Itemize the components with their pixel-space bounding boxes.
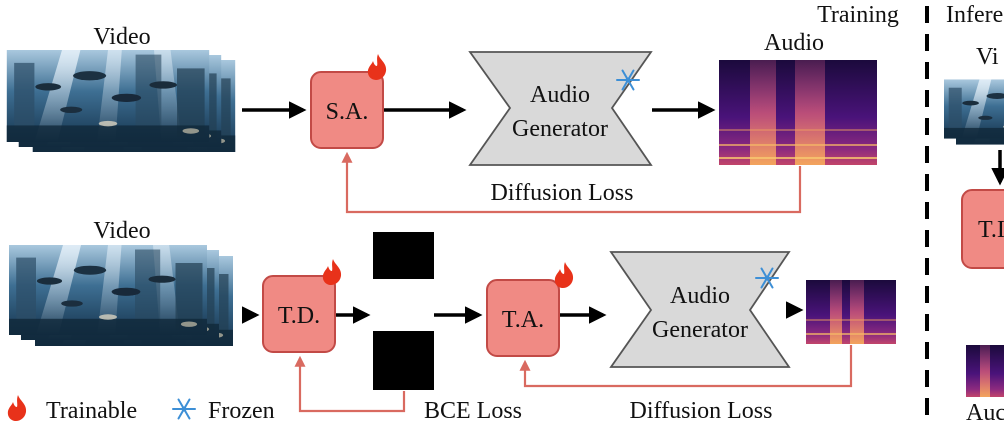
sa-label: S.A. xyxy=(326,99,369,125)
video-label-bottom: Video xyxy=(93,218,150,244)
generator-top-line2: Generator xyxy=(512,116,608,142)
flame-icon xyxy=(7,395,27,421)
audio-label-inference: Auc xyxy=(966,400,1004,426)
diffusion-loss-label-bottom: Diffusion Loss xyxy=(630,398,773,424)
spectrogram-inference xyxy=(966,345,1004,397)
snowflake-icon xyxy=(172,398,196,420)
video-frames-bottom xyxy=(9,245,233,346)
diffusion-loss-feedback-bottom xyxy=(519,345,853,388)
ta-module xyxy=(486,279,560,357)
td-module xyxy=(262,275,336,353)
legend-frozen-label: Frozen xyxy=(208,398,275,424)
inference-title: Infere xyxy=(946,2,1003,28)
generator-bottom-line2: Generator xyxy=(652,317,748,343)
video-frames-top xyxy=(6,50,236,152)
snowflake-icon xyxy=(755,267,779,289)
flame-icon xyxy=(322,259,342,285)
audio-generator-top xyxy=(468,51,653,166)
spectrogram-top xyxy=(719,60,877,165)
snowflake-icon xyxy=(616,69,640,91)
video-label-inference: Vi xyxy=(976,44,999,70)
spectrogram-bottom xyxy=(806,280,896,344)
diffusion-loss-feedback-top xyxy=(341,151,802,214)
audio-generator-bottom xyxy=(609,251,791,368)
bce-loss-label: BCE Loss xyxy=(424,398,522,424)
bce-loss-feedback xyxy=(294,355,406,413)
generator-bottom-line1: Audio xyxy=(670,283,730,309)
td-module-inference xyxy=(961,189,1004,269)
video-label-top: Video xyxy=(93,24,150,50)
generator-top-line1: Audio xyxy=(530,82,590,108)
sa-module xyxy=(310,71,384,149)
audio-label-top: Audio xyxy=(764,30,824,56)
training-title: Training xyxy=(817,2,899,28)
td-label-inference: T.I xyxy=(978,217,1004,243)
ta-label: T.A. xyxy=(502,307,544,333)
video-frames-inference xyxy=(944,79,1004,145)
td-label: T.D. xyxy=(278,303,320,329)
flame-icon xyxy=(367,54,387,80)
temporal-mask xyxy=(373,232,434,390)
legend-trainable-label: Trainable xyxy=(46,398,137,424)
diffusion-loss-label-top: Diffusion Loss xyxy=(491,180,634,206)
flame-icon xyxy=(554,262,574,288)
